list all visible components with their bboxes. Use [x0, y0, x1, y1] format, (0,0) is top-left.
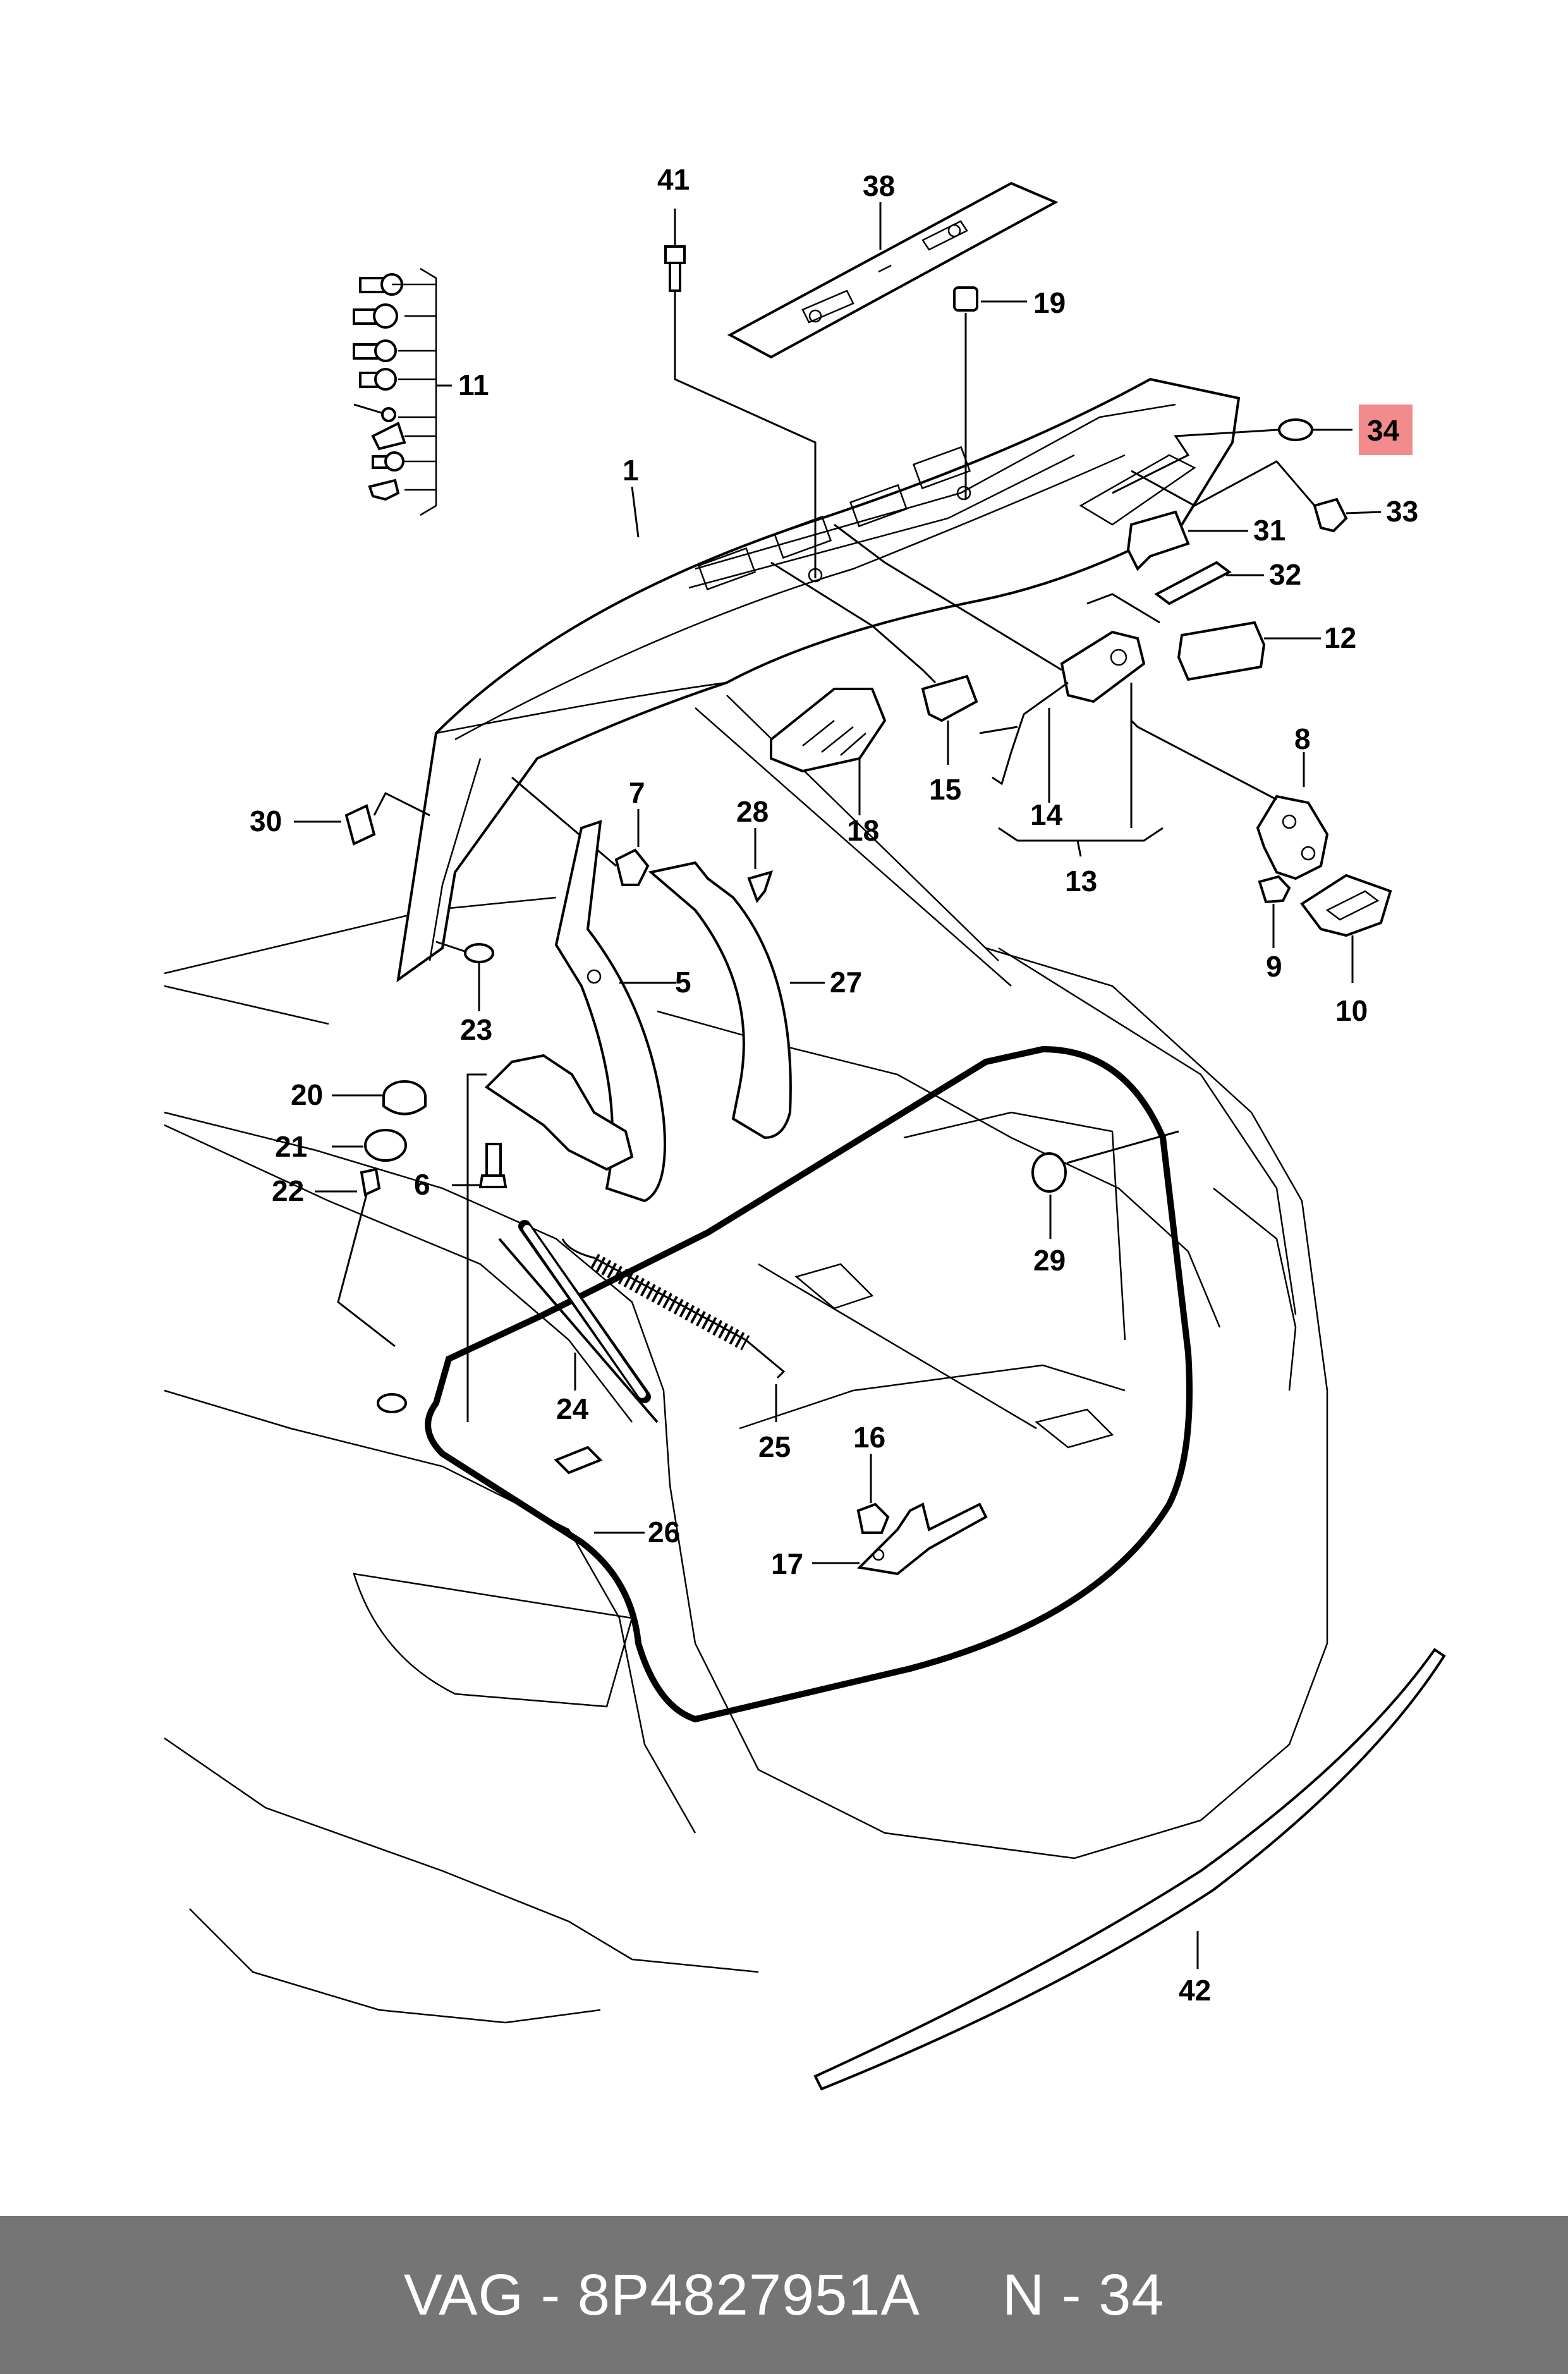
callout-28: 28 [736, 795, 769, 828]
callout-13: 13 [1065, 865, 1097, 898]
part-22 [315, 1167, 407, 1413]
striker-17 [812, 1502, 988, 1576]
cover-panel-38 [727, 181, 1059, 359]
callout-41: 41 [657, 163, 690, 196]
callout-16: 16 [853, 1421, 885, 1454]
footer-part-number: VAG - 8P4827951A [403, 2262, 920, 2327]
callout-labels: 1 41 38 19 11 34 33 31 32 12 8 15 14 13 … [250, 163, 1418, 2007]
part-7 [511, 776, 650, 886]
clip-23 [435, 940, 494, 1011]
part-31 [1126, 510, 1248, 571]
bolt-41 [664, 209, 817, 578]
callout-12: 12 [1324, 621, 1356, 654]
callout-9: 9 [1266, 950, 1282, 983]
callout-29: 29 [1033, 1244, 1066, 1277]
car-body-outline [164, 695, 1328, 2024]
callout-20: 20 [291, 1078, 323, 1111]
part-12 [1086, 593, 1321, 681]
callout-14: 14 [1030, 798, 1063, 831]
callout-6: 6 [414, 1168, 430, 1201]
buffer-19 [953, 286, 1027, 499]
callout-22: 22 [272, 1174, 304, 1207]
callout-17: 17 [771, 1547, 803, 1580]
cap-34 [1112, 418, 1352, 494]
washer-21 [332, 1129, 407, 1162]
trim-strip-42 [813, 1648, 1446, 2091]
callout-26: 26 [648, 1516, 680, 1549]
hinge-arm-5 [554, 820, 676, 1203]
buffer-20 [332, 1080, 427, 1116]
trunk-seal-26 [425, 1045, 1193, 1723]
callout-42: 42 [1179, 1974, 1211, 2007]
callout-31: 31 [1253, 514, 1285, 547]
part-15 [770, 561, 978, 765]
callout-10: 10 [1335, 994, 1368, 1027]
callout-18: 18 [847, 814, 879, 847]
callout-19: 19 [1033, 286, 1066, 319]
callout-23: 23 [460, 1013, 492, 1046]
spring-25 [561, 1238, 786, 1422]
part-32 [1154, 561, 1264, 606]
highlight-box-34 [1359, 405, 1413, 455]
nut-29 [1031, 1130, 1179, 1239]
part-10 [1300, 874, 1392, 983]
callout-25: 25 [758, 1430, 791, 1463]
lock-14 [834, 523, 1146, 828]
bracket-13 [998, 827, 1164, 857]
nut-9 [1258, 875, 1291, 948]
callout-8: 8 [1294, 722, 1311, 755]
callout-11: 11 [458, 368, 489, 401]
part-18 [770, 688, 887, 815]
footer-callout-reference: N - 34 [1002, 2262, 1165, 2327]
callout-32: 32 [1269, 558, 1301, 591]
callout-7: 7 [629, 776, 645, 809]
footer-bar: VAG - 8P4827951A N - 34 [0, 2216, 1568, 2374]
hinge-bracket-8 [1130, 719, 1329, 880]
callout-27: 27 [830, 966, 862, 999]
nut-16 [856, 1454, 890, 1534]
clip-28 [747, 828, 774, 904]
callout-34: 34 [1367, 414, 1400, 447]
callout-21: 21 [275, 1130, 307, 1163]
gas-strut-24 [498, 1220, 659, 1475]
callout-30: 30 [250, 805, 282, 837]
callout-5: 5 [675, 966, 691, 999]
hinge-6 [452, 1054, 634, 1422]
trim-27 [648, 861, 825, 1140]
exploded-parts-diagram: 1 41 38 19 11 34 33 31 32 12 8 15 14 13 … [164, 163, 1446, 2091]
callout-24: 24 [556, 1392, 589, 1425]
callout-1: 1 [623, 454, 639, 487]
footer-text: VAG - 8P4827951A N - 34 [404, 2262, 1165, 2328]
callout-38: 38 [863, 169, 895, 202]
part-30 [294, 791, 430, 846]
callout-15: 15 [929, 773, 961, 806]
callout-33: 33 [1386, 495, 1418, 528]
screw-set-11 [353, 267, 452, 516]
part-33 [1131, 460, 1382, 533]
